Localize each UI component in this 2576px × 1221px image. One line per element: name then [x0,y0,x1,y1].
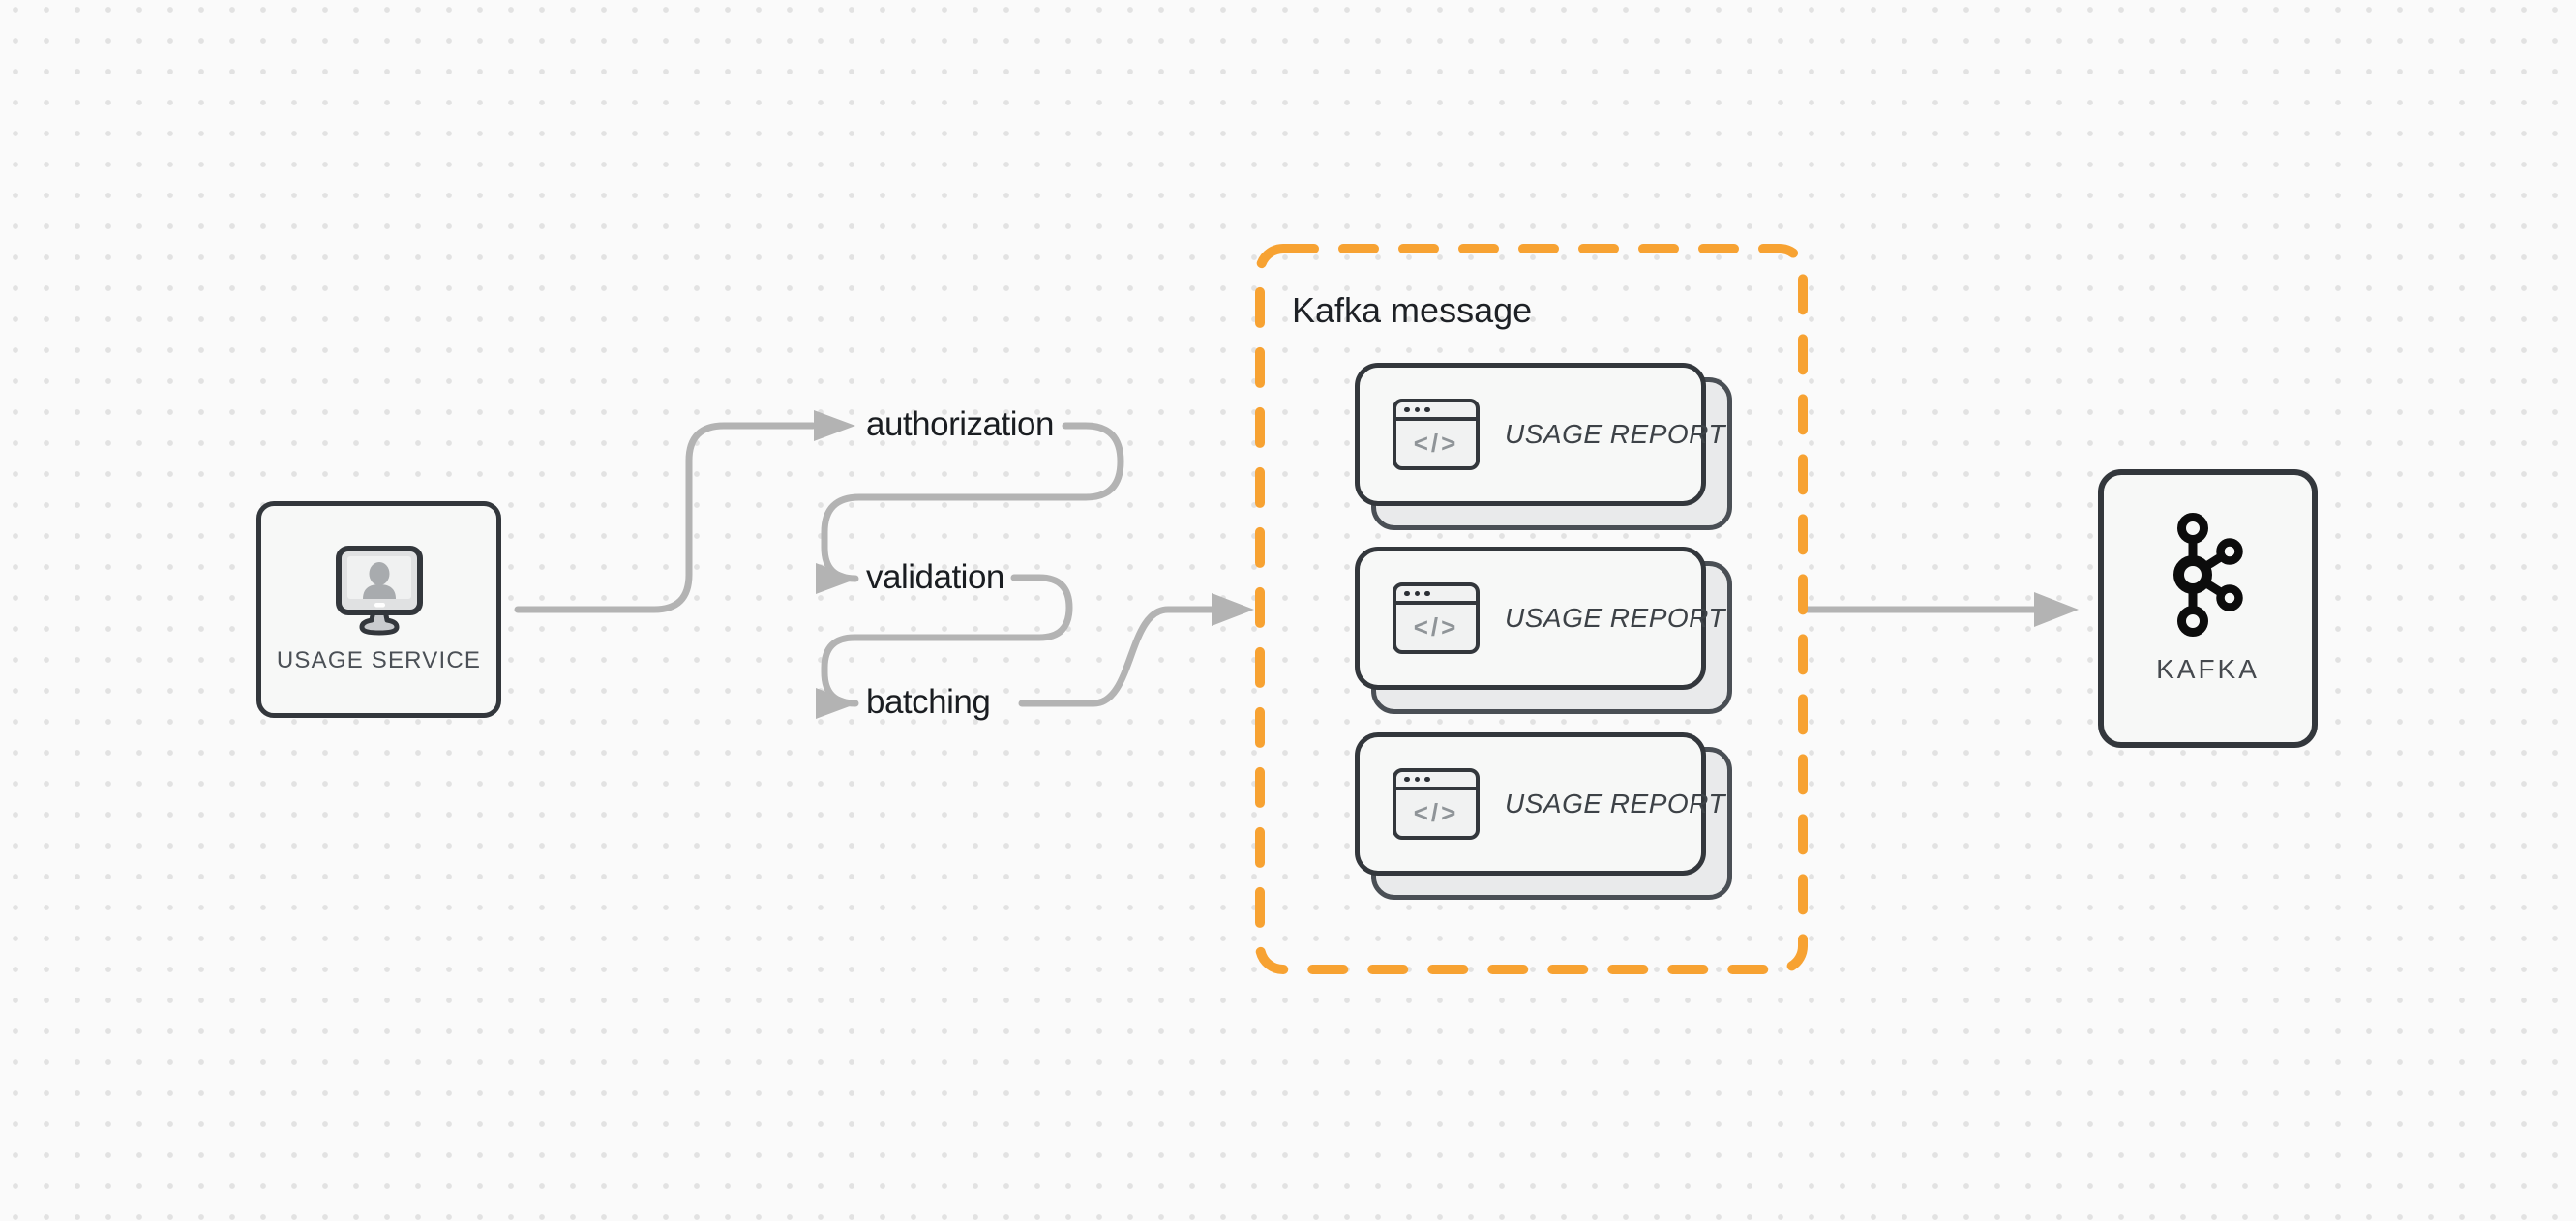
kafka-message-group-title: Kafka message [1292,290,1533,330]
window-dot [1424,590,1430,597]
step-label-batching: batching [866,683,991,721]
code-glyph: </> [1413,429,1459,458]
kafka-message-group-border [1255,244,1808,974]
connector-batching-to-group [1018,606,1217,707]
arrowhead-into-kafka [2034,592,2079,627]
code-window-titlebar [1396,772,1476,790]
usage-report-label: USAGE REPORT [1505,603,1725,633]
kafka-node: KAFKA [2098,469,2318,748]
usage-report-card-front: </> USAGE REPORT [1355,547,1724,690]
usage-report-card: </> USAGE REPORT [1355,363,1732,530]
code-glyph: </> [1413,798,1459,827]
usage-service-label: USAGE SERVICE [276,647,482,673]
usage-report-label: USAGE REPORT [1505,789,1725,819]
connector-usage-to-authorization [514,422,817,613]
usage-report-label: USAGE REPORT [1505,419,1725,449]
connector-authorization-to-validation [821,422,1124,582]
window-dot [1424,406,1430,413]
arrowhead-validation [816,563,857,594]
code-window-icon: </> [1393,582,1480,654]
step-label-validation: validation [866,558,1004,596]
step-label-authorization: authorization [866,405,1054,443]
code-window-icon: </> [1393,399,1480,470]
usage-report-card: </> USAGE REPORT [1355,547,1732,714]
code-window-titlebar [1396,402,1476,421]
arrowhead-authorization [814,410,855,441]
code-window-icon: </> [1393,768,1480,840]
usage-report-card: </> USAGE REPORT [1355,732,1732,900]
code-window-titlebar [1396,586,1476,605]
kafka-label: KAFKA [2156,654,2260,684]
window-dot [1404,406,1410,413]
code-glyph: </> [1413,612,1459,641]
window-dot [1404,776,1410,783]
connector-validation-to-batching [821,574,1073,707]
monitor-user-icon [335,546,423,636]
window-dot [1404,590,1410,597]
window-dot [1414,590,1420,597]
window-dot [1414,776,1420,783]
window-dot [1414,406,1420,413]
arrowhead-into-group [1212,593,1254,626]
kafka-logo-icon [2172,513,2243,637]
usage-service-node: USAGE SERVICE [256,501,501,718]
window-dot [1424,776,1430,783]
arrowhead-batching [816,688,857,719]
usage-report-card-front: </> USAGE REPORT [1355,363,1724,506]
usage-report-card-front: </> USAGE REPORT [1355,732,1724,876]
